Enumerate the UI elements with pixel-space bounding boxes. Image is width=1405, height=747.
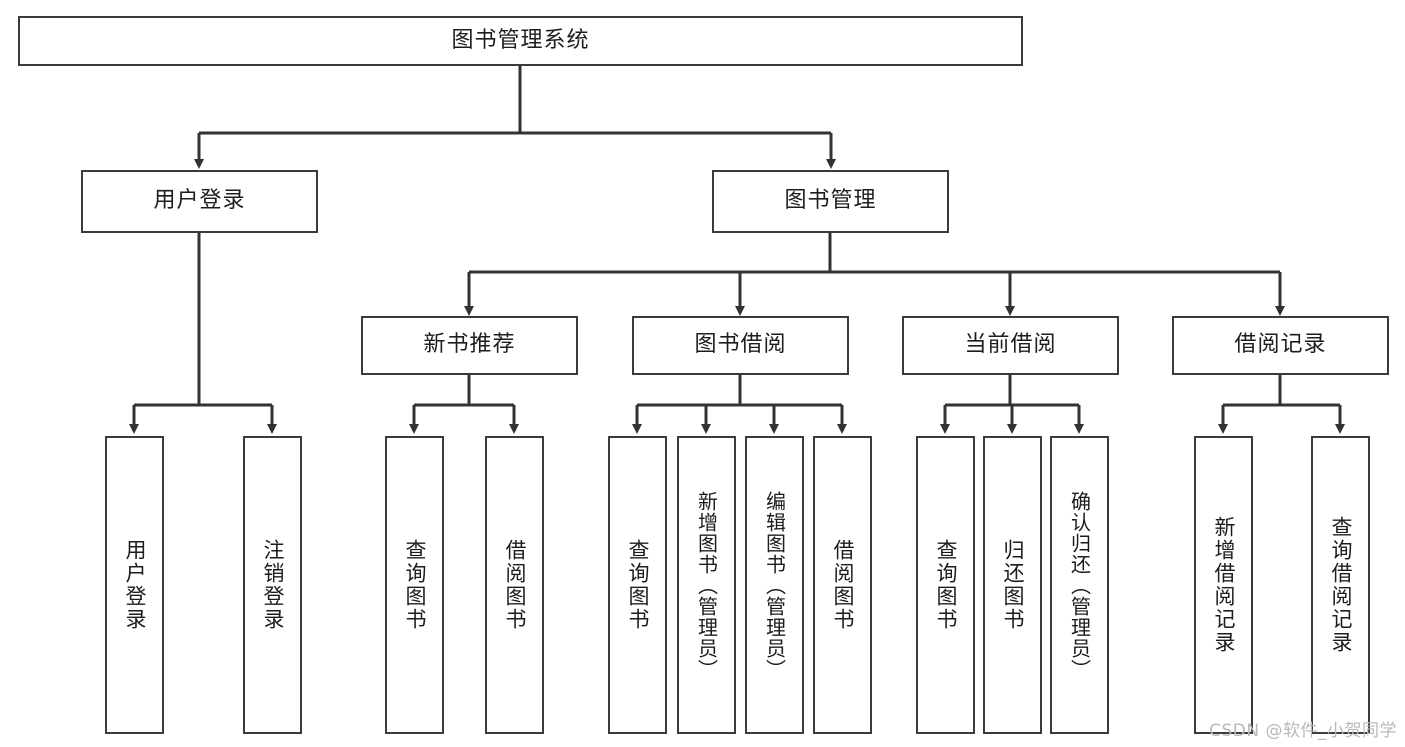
leaf-current-query-book[interactable]: 查询图书 bbox=[916, 436, 975, 734]
node-book-management[interactable]: 图书管理 bbox=[712, 170, 949, 233]
leaf-current-confirm-return[interactable]: 确认归还（管理员） bbox=[1050, 436, 1109, 734]
node-current-borrow[interactable]: 当前借阅 bbox=[902, 316, 1119, 375]
leaf-borrow-borrow-book[interactable]: 借阅图书 bbox=[813, 436, 872, 734]
node-borrow-records-label: 借阅记录 bbox=[1234, 332, 1327, 358]
leaf-newbook-borrow-book-label: 借阅图书 bbox=[503, 539, 527, 631]
leaf-current-query-book-label: 查询图书 bbox=[934, 539, 958, 631]
node-book-borrow-label: 图书借阅 bbox=[694, 332, 787, 358]
leaf-borrow-edit-book[interactable]: 编辑图书（管理员） bbox=[745, 436, 804, 734]
node-new-book-recommend-label: 新书推荐 bbox=[423, 332, 516, 358]
leaf-current-confirm-return-label: 确认归还（管理员） bbox=[1067, 490, 1092, 680]
leaf-user-login[interactable]: 用户登录 bbox=[105, 436, 164, 734]
leaf-newbook-query-book-label: 查询图书 bbox=[403, 539, 427, 631]
leaf-newbook-borrow-book[interactable]: 借阅图书 bbox=[485, 436, 544, 734]
leaf-borrow-edit-book-label: 编辑图书（管理员） bbox=[762, 490, 787, 680]
leaf-record-query-label: 查询借阅记录 bbox=[1329, 516, 1353, 654]
node-book-management-label: 图书管理 bbox=[784, 188, 877, 214]
csdn-watermark: CSDN @软件_小贺同学 bbox=[1209, 721, 1397, 741]
node-borrow-records[interactable]: 借阅记录 bbox=[1172, 316, 1389, 375]
leaf-record-query[interactable]: 查询借阅记录 bbox=[1311, 436, 1370, 734]
leaf-borrow-add-book-label: 新增图书（管理员） bbox=[694, 490, 719, 680]
leaf-current-return-book[interactable]: 归还图书 bbox=[983, 436, 1042, 734]
node-user-login-label: 用户登录 bbox=[153, 188, 246, 214]
node-current-borrow-label: 当前借阅 bbox=[964, 332, 1057, 358]
leaf-logout[interactable]: 注销登录 bbox=[243, 436, 302, 734]
leaf-record-add[interactable]: 新增借阅记录 bbox=[1194, 436, 1253, 734]
leaf-borrow-add-book[interactable]: 新增图书（管理员） bbox=[677, 436, 736, 734]
node-root[interactable]: 图书管理系统 bbox=[18, 16, 1023, 66]
leaf-newbook-query-book[interactable]: 查询图书 bbox=[385, 436, 444, 734]
leaf-borrow-borrow-book-label: 借阅图书 bbox=[831, 539, 855, 631]
leaf-current-return-book-label: 归还图书 bbox=[1001, 539, 1025, 631]
leaf-borrow-query-book[interactable]: 查询图书 bbox=[608, 436, 667, 734]
node-user-login[interactable]: 用户登录 bbox=[81, 170, 318, 233]
leaf-record-add-label: 新增借阅记录 bbox=[1212, 516, 1236, 654]
node-book-borrow[interactable]: 图书借阅 bbox=[632, 316, 849, 375]
leaf-user-login-label: 用户登录 bbox=[123, 539, 147, 631]
leaf-borrow-query-book-label: 查询图书 bbox=[626, 539, 650, 631]
node-new-book-recommend[interactable]: 新书推荐 bbox=[361, 316, 578, 375]
node-root-label: 图书管理系统 bbox=[451, 27, 590, 53]
leaf-logout-label: 注销登录 bbox=[261, 539, 285, 631]
